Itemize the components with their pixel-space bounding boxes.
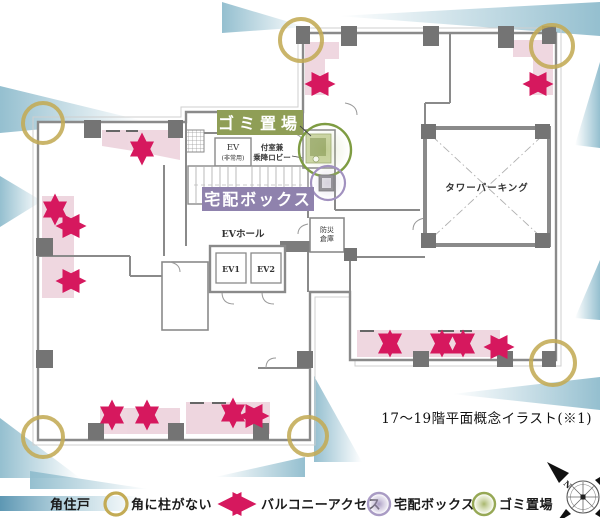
- lobby-line1: 付室兼: [261, 142, 284, 152]
- ev-emergency-label-2: (非常用): [222, 154, 245, 162]
- compass-arrow: [595, 509, 600, 517]
- delivery-chip: 宅配ボックス: [202, 187, 314, 211]
- legend-no-pillar-label: 角に柱がない: [131, 497, 212, 513]
- delivery-box-circle: [309, 164, 347, 202]
- shaft-hatch: [185, 129, 205, 153]
- ev2-label: EV2: [257, 264, 275, 274]
- legend-balcony-access-label: バルコニーアクセス: [261, 498, 381, 513]
- legend-delivery-label: 宅配ボックス: [394, 497, 475, 513]
- disaster-storage: 防災 倉庫: [309, 217, 345, 253]
- sliding-door-dashes: [106, 130, 472, 404]
- compass-north-arrow: [547, 462, 569, 483]
- legend-garbage-label: ゴミ置場: [499, 497, 553, 513]
- corner-ray: [215, 457, 305, 477]
- balcony-outer-line: [32, 27, 562, 446]
- delivery-box: [309, 164, 347, 202]
- corner-ray: [575, 260, 600, 320]
- balcony-access-arrows: [43, 72, 554, 431]
- no-pillar-rings: [21, 17, 577, 459]
- legend-corner-unit-label: 角住戸: [50, 497, 91, 513]
- gold-ring: [21, 101, 65, 145]
- garbage-chip-label: ゴミ置場: [218, 114, 302, 133]
- corner-ray: [0, 176, 42, 227]
- garbage-chip: ゴミ置場: [217, 110, 312, 137]
- plan-caption: 17〜19階平面概念イラスト(※1): [381, 410, 592, 427]
- gold-ring-legend-icon: [103, 491, 129, 517]
- storage-line1: 防災: [320, 225, 334, 234]
- corner-ray: [452, 377, 600, 410]
- gold-ring: [21, 415, 65, 459]
- delivery-legend-icon: [366, 491, 392, 517]
- compass-arrow: [595, 477, 600, 485]
- corner-ray: [0, 418, 80, 478]
- gold-ring: [278, 17, 324, 63]
- delivery-chip-label: 宅配ボックス: [204, 190, 312, 209]
- compass: N: [547, 462, 600, 518]
- corner-ray: [575, 62, 600, 148]
- wall-chunk: [280, 241, 312, 252]
- compass-north-label: N: [562, 478, 574, 490]
- legend: 角住戸 角に柱がない バルコニーアクセス 宅配ボックス ゴミ置場: [0, 491, 553, 517]
- gold-ring: [529, 23, 575, 69]
- emergency-elevator: EV (非常用): [214, 137, 252, 167]
- lobby-line2: 乗降ロビー: [253, 152, 291, 162]
- ev-emergency-label-1: EV: [227, 143, 240, 153]
- tower-parking-label: タワーパーキング: [445, 182, 529, 194]
- gold-ring: [529, 339, 577, 387]
- tower-parking: タワーパーキング: [423, 126, 551, 247]
- gold-ring: [287, 415, 329, 457]
- ev1-label: EV1: [222, 264, 240, 274]
- ev-hall-label: EVホール: [221, 229, 265, 240]
- elevator-hall: EVホール EV1 EV2: [208, 229, 312, 294]
- storage-line2: 倉庫: [320, 234, 334, 243]
- compass-arrow: [559, 509, 571, 518]
- corner-ray: [222, 2, 306, 33]
- garbage-legend-icon: [471, 491, 497, 517]
